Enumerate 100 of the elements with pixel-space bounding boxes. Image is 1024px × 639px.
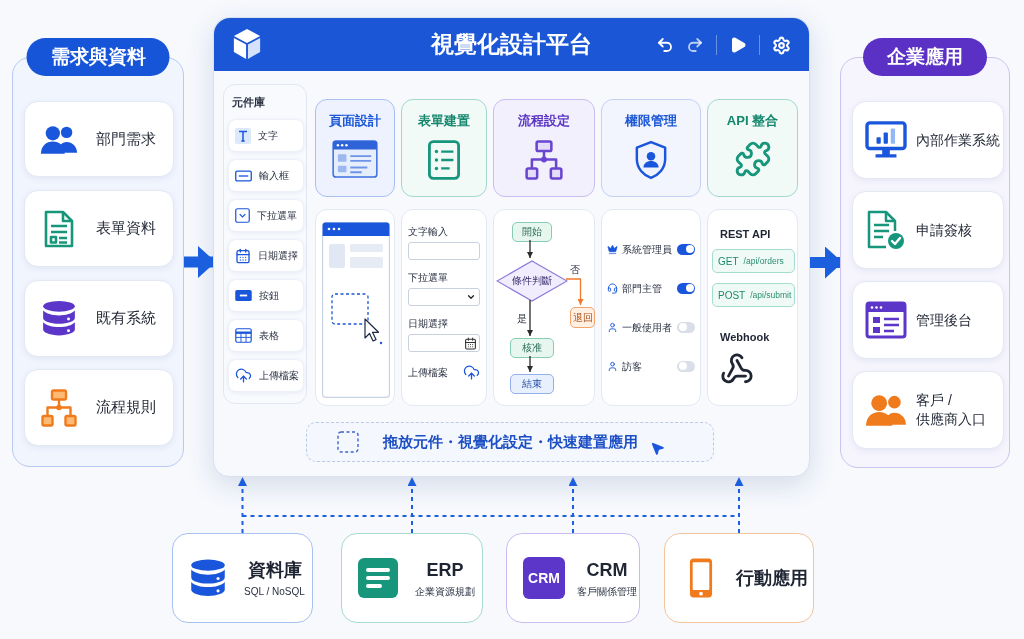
group-heading: 企業應用 (863, 38, 987, 76)
flow-step (510, 374, 554, 394)
endpoint-chip (712, 283, 795, 307)
endpoint-path: /api/submit (750, 288, 792, 302)
feature-title: API 整合 (726, 112, 779, 130)
drop-zone-caption: 拖放元件・視覺化設定・快速建置應用 (382, 431, 638, 452)
role-label: 部門主管 (622, 281, 662, 296)
dashed-arrow (734, 476, 744, 534)
step-label: 退回 (572, 311, 593, 324)
flow-step (510, 338, 554, 358)
source-title: ERP (426, 558, 464, 581)
item-card (24, 190, 174, 267)
source-subtitle: SQL / NoSQL (244, 585, 305, 598)
platform-title: 視覺化設計平台 (431, 30, 592, 59)
panel-title: 元件庫 (232, 95, 265, 110)
feature-card (601, 99, 701, 197)
form-preview-panel (401, 209, 487, 406)
item-label: 申請簽核 (916, 220, 972, 240)
feature-title: 流程設定 (518, 112, 570, 130)
item-label: 表單資料 (96, 218, 156, 239)
role-label: 一般使用者 (622, 320, 672, 335)
feature-title: 權限管理 (625, 112, 677, 130)
component-tile (228, 119, 304, 152)
component-tile (228, 159, 304, 192)
item-card (852, 191, 1004, 269)
section-heading: REST API (720, 228, 771, 241)
feature-card (707, 99, 798, 197)
component-library-panel (223, 84, 307, 404)
source-title: CRM (586, 558, 628, 581)
item-card (24, 280, 174, 357)
component-label: 上傳檔案 (259, 369, 299, 383)
feature-card (401, 99, 487, 197)
component-label: 輸入框 (259, 169, 289, 183)
item-label: 管理後台 (916, 310, 972, 330)
component-tile (228, 319, 304, 352)
role-label: 系統管理員 (622, 242, 672, 257)
group-heading: 需求與資料 (26, 38, 170, 76)
field-label: 文字輸入 (408, 226, 448, 238)
item-label: 部門需求 (96, 128, 156, 149)
item-label: 內部作業系統 (916, 130, 1000, 150)
source-title: 資料庫 (247, 558, 302, 581)
source-subtitle: 企業資源規劃 (415, 585, 475, 598)
http-method: GET (718, 254, 739, 269)
dashed-arrow (568, 476, 578, 534)
component-tile (228, 239, 304, 272)
arrow (527, 299, 533, 337)
endpoint-chip (712, 249, 795, 273)
source-subtitle: 客戶關係管理 (577, 585, 637, 598)
dashed-arrow (238, 476, 247, 534)
component-label: 文字 (258, 129, 278, 143)
component-tile (228, 359, 304, 392)
api-panel (707, 209, 798, 406)
component-label: 表格 (259, 329, 279, 343)
flowchart-panel (493, 209, 595, 406)
http-method: POST (718, 288, 746, 303)
arrow (565, 278, 584, 306)
permissions-panel (601, 209, 701, 406)
dashed-arrow (407, 476, 417, 534)
component-tile (228, 279, 304, 312)
flow-step (512, 222, 552, 242)
source-card (506, 533, 640, 623)
feature-card (493, 99, 595, 197)
endpoint-path: /api/orders (743, 254, 784, 268)
item-card (852, 371, 1004, 449)
source-card (664, 533, 814, 623)
source-card (341, 533, 483, 623)
platform-window (213, 17, 810, 477)
role-label: 訪客 (622, 359, 642, 374)
decision-diamond (496, 260, 568, 302)
item-card (852, 101, 1004, 179)
source-title: 行動應用 (736, 567, 808, 589)
field-label: 上傳檔案 (408, 366, 448, 379)
arrow (527, 355, 533, 373)
arrow (527, 239, 533, 259)
feature-title: 表單建置 (418, 112, 470, 130)
feature-card (315, 99, 395, 197)
field-label: 日期選擇 (408, 318, 448, 330)
feature-title: 頁面設計 (329, 112, 381, 130)
edge-label: 是 (516, 313, 528, 325)
component-label: 下拉選單 (257, 209, 297, 223)
source-card (172, 533, 313, 623)
item-card (24, 369, 174, 446)
crm-tile: CRM (523, 557, 565, 599)
step-label: 結束 (522, 378, 542, 390)
decision-label: 條件判斷 (512, 275, 552, 287)
step-label: 核准 (522, 342, 542, 354)
drop-zone (306, 422, 714, 462)
item-card (24, 101, 174, 177)
item-label: 既有系統 (96, 308, 156, 329)
field-label: 下拉選單 (408, 272, 448, 284)
item-card (852, 281, 1004, 359)
edge-label: 否 (569, 264, 581, 276)
step-label: 開始 (522, 226, 542, 238)
component-label: 按鈕 (259, 289, 279, 303)
wireframe-panel (315, 209, 395, 406)
item-label: 流程規則 (96, 397, 156, 418)
section-heading: Webhook (720, 331, 770, 344)
component-tile (228, 199, 304, 232)
component-label: 日期選擇 (258, 249, 298, 263)
item-label: 客戶 / 供應商入口 (916, 391, 987, 429)
